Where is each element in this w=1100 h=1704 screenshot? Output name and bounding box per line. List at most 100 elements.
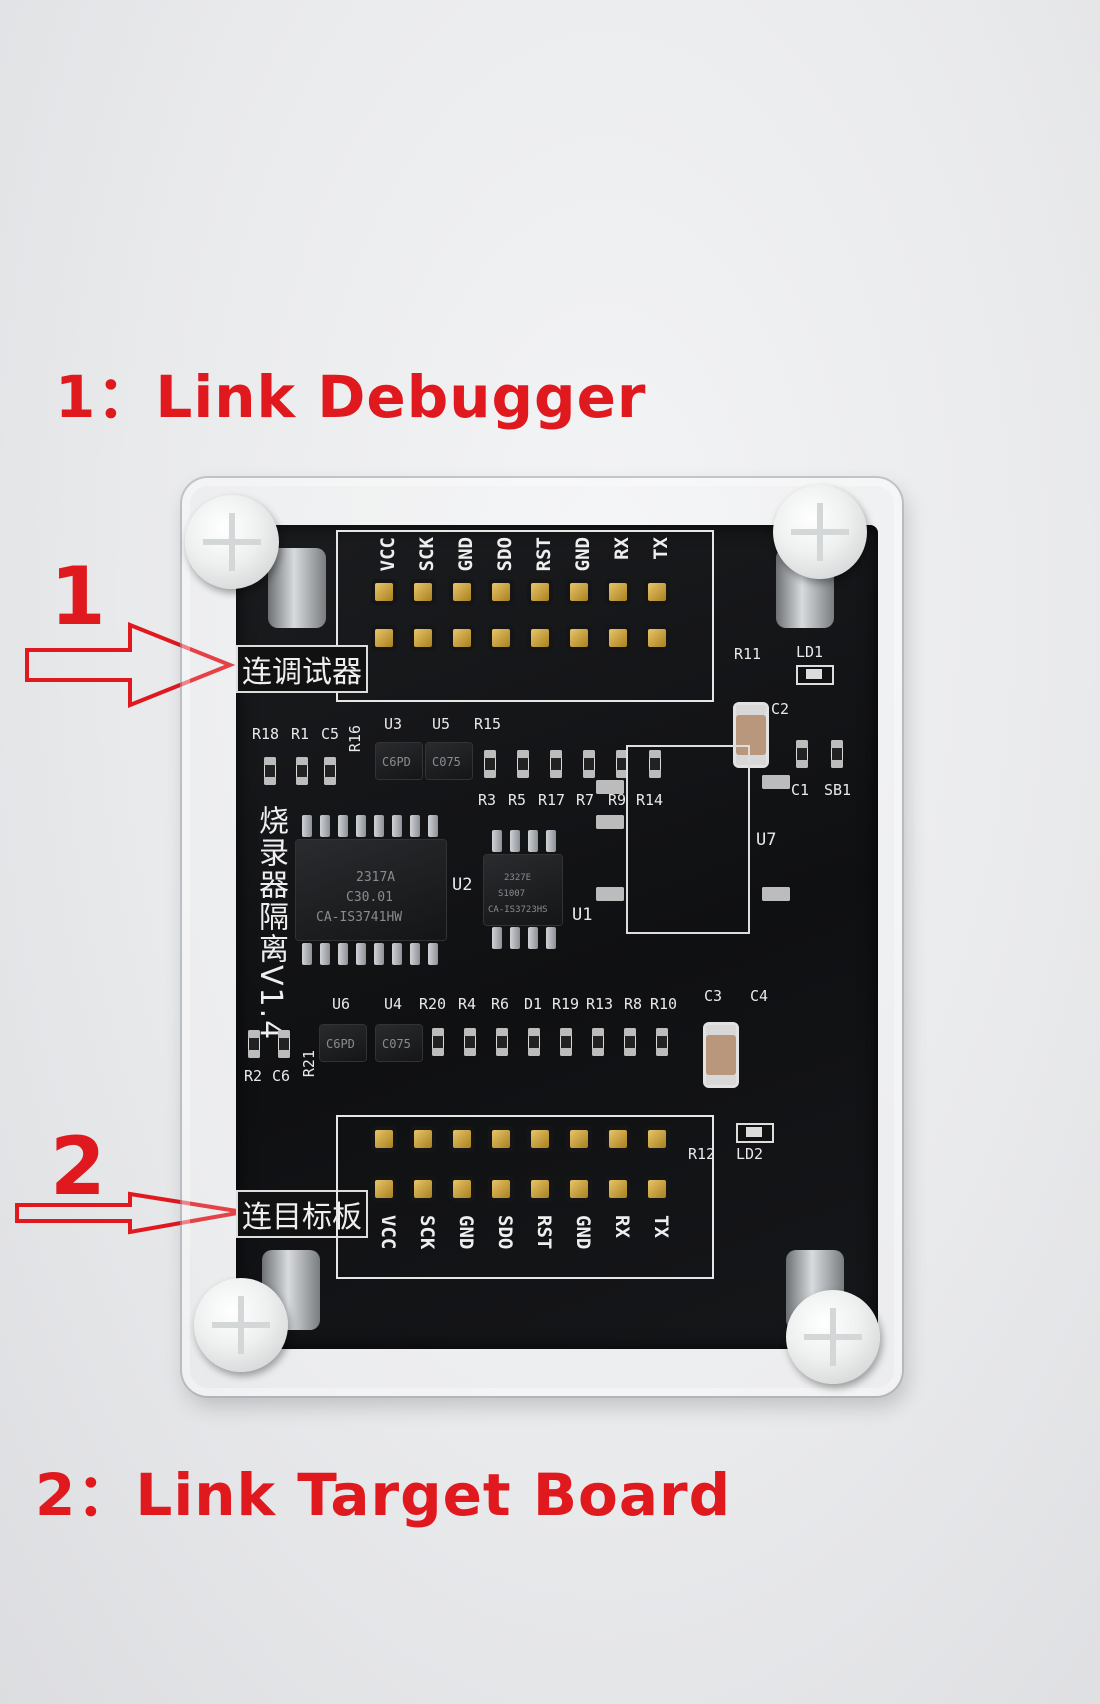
top-pin-label-vcc-0: VCC [377, 537, 399, 572]
resistor-row1 [616, 750, 628, 778]
chip-u5 [426, 743, 472, 779]
bottom-header-pin[interactable] [531, 1130, 549, 1148]
bottom-header-pin[interactable] [609, 1130, 627, 1148]
bottom-header-pin[interactable] [375, 1130, 393, 1148]
silk-u5: U5 [432, 715, 451, 733]
chip-u2-leg [392, 943, 402, 965]
screw-top-left [185, 495, 279, 589]
top-header-pin[interactable] [375, 629, 393, 647]
top-pin-label-gnd-2: GND [455, 537, 477, 572]
bottom-header-pin[interactable] [453, 1180, 471, 1198]
resistor-row1 [517, 750, 529, 778]
bottom-header-pin[interactable] [375, 1180, 393, 1198]
bottom-header-pin[interactable] [414, 1130, 432, 1148]
bottom-header-pin[interactable] [648, 1130, 666, 1148]
chip-u2-leg [410, 943, 420, 965]
chip-u2-leg [428, 943, 438, 965]
bottom-header-pin[interactable] [570, 1180, 588, 1198]
resistor-row1 [550, 750, 562, 778]
resistor-r2 [248, 1030, 260, 1058]
silk-r4: R4 [458, 995, 477, 1013]
top-header-pin[interactable] [531, 583, 549, 601]
chip-u2-leg [302, 815, 312, 837]
chip-u2-leg [356, 943, 366, 965]
marker-number-2: 2 [50, 1120, 106, 1213]
led-ld1 [796, 665, 834, 685]
silk-sb1: SB1 [824, 781, 852, 799]
silk-r6: R6 [491, 995, 510, 1013]
chip-u2-marking-3: 2317A [356, 870, 396, 885]
top-header-pin[interactable] [609, 583, 627, 601]
top-pin-label-rx-6: RX [611, 537, 633, 560]
silk-r12: R12 [688, 1145, 716, 1163]
chip-u3 [376, 743, 422, 779]
top-header-pin[interactable] [375, 583, 393, 601]
top-header-pin[interactable] [648, 629, 666, 647]
bottom-header-pin[interactable] [492, 1180, 510, 1198]
top-header-pin[interactable] [492, 583, 510, 601]
standoff-top-left [268, 548, 326, 628]
silk-u7: U7 [756, 830, 777, 850]
silk-r15: R15 [474, 715, 502, 733]
chip-u6 [320, 1025, 366, 1061]
chip-u4-marking: C075 [382, 1037, 411, 1051]
silk-c4: C4 [750, 987, 769, 1005]
top-header-pin[interactable] [648, 583, 666, 601]
u7-footprint-outline [626, 745, 750, 934]
top-header-pin[interactable] [609, 629, 627, 647]
label-connect-target: 连目标板 [236, 1190, 368, 1238]
top-header-pin[interactable] [414, 629, 432, 647]
top-header-pin[interactable] [531, 629, 549, 647]
top-header-pin[interactable] [414, 583, 432, 601]
silk-c1: C1 [791, 781, 810, 799]
bottom-header-pin[interactable] [570, 1130, 588, 1148]
bottom-header-pin[interactable] [648, 1180, 666, 1198]
top-header-pin[interactable] [453, 629, 471, 647]
resistor-row2 [496, 1028, 508, 1056]
silk-ld2: LD2 [736, 1145, 764, 1163]
silk-r13: R13 [586, 995, 614, 1013]
arrow-debugger-icon [25, 622, 236, 708]
chip-u1-leg [492, 830, 502, 852]
top-header-pin[interactable] [570, 629, 588, 647]
chip-u1-marking-1: CA-IS3723HS [488, 905, 548, 915]
chip-u1-leg [546, 830, 556, 852]
top-header-pin[interactable] [453, 583, 471, 601]
silk-r5: R5 [508, 791, 527, 809]
chip-u1-marking-3: 2327E [504, 873, 532, 883]
bottom-pin-label-sdo-3: SDO [494, 1215, 516, 1250]
silk-r9: R9 [608, 791, 627, 809]
chip-u2-marking-1: CA-IS3741HW [316, 910, 403, 925]
chip-u1-leg [528, 927, 538, 949]
resistor-row2 [560, 1028, 572, 1056]
top-header-pin[interactable] [492, 629, 510, 647]
bottom-header-pin[interactable] [609, 1180, 627, 1198]
chip-u1-marking-2: S1007 [498, 889, 526, 899]
silk-r14: R14 [636, 791, 664, 809]
bottom-header-pin[interactable] [492, 1130, 510, 1148]
led-ld2 [736, 1123, 774, 1143]
silk-r7: R7 [576, 791, 595, 809]
pad-u7-2 [596, 815, 624, 829]
capacitor-c5 [324, 757, 336, 785]
bottom-pin-label-vcc-0: VCC [377, 1215, 399, 1250]
bottom-pin-label-gnd-2: GND [455, 1215, 477, 1250]
silk-r11: R11 [734, 645, 762, 663]
resistor-r18 [264, 757, 276, 785]
bottom-header-pin[interactable] [531, 1180, 549, 1198]
pad-u7-3 [596, 887, 624, 901]
silk-c3: C3 [704, 987, 723, 1005]
arrow-target-icon [15, 1191, 244, 1235]
bottom-header-pin[interactable] [414, 1180, 432, 1198]
bottom-header-pin[interactable] [453, 1130, 471, 1148]
silk-r2: R2 [244, 1067, 263, 1085]
chip-u1 [484, 855, 562, 925]
screw-bottom-left [194, 1278, 288, 1372]
silk-u6: U6 [332, 995, 351, 1013]
bottom-pin-label-rst-4: RST [533, 1215, 555, 1250]
bottom-pin-label-rx-6: RX [611, 1215, 633, 1238]
screw-bottom-right [786, 1290, 880, 1384]
top-header-pin[interactable] [570, 583, 588, 601]
silk-r10: R10 [650, 995, 678, 1013]
silk-r21: R21 [300, 1050, 318, 1078]
